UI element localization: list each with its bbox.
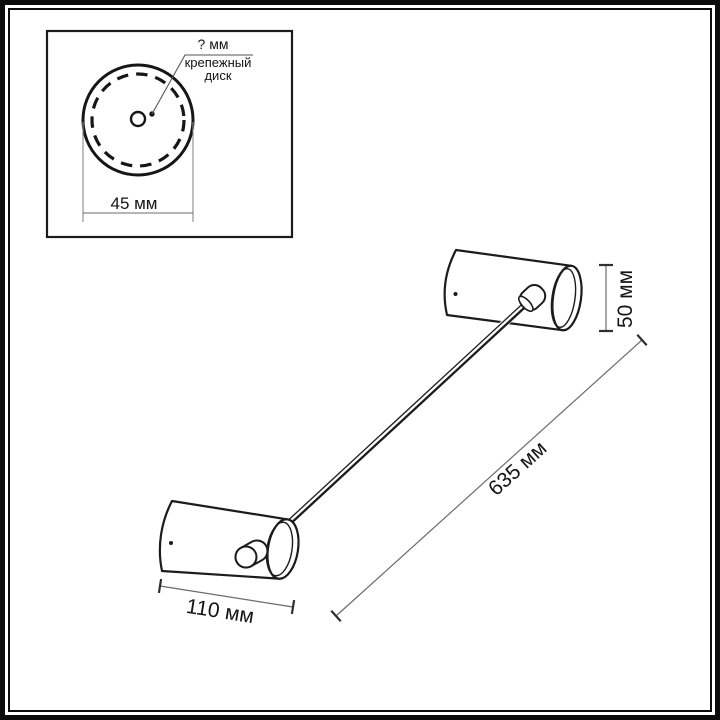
arm-length-dimension (330, 334, 648, 622)
lamp-head-body (443, 248, 573, 332)
rod-top-edge (283, 295, 533, 525)
lamp-head-cylinder (443, 248, 583, 332)
dimension-tick (290, 599, 296, 615)
lamp-head-end-cap (551, 264, 583, 332)
base-length-dimension (157, 578, 296, 615)
lamp-head-screw-dot (453, 292, 458, 296)
switch-knob-face (234, 545, 258, 569)
mounting-disc-detail (45, 29, 294, 239)
mounting-disc-label: крепежный диск (184, 55, 252, 83)
dimension-tick (157, 578, 163, 594)
center-hole-circle (129, 110, 147, 128)
head-height-dimension (599, 263, 613, 333)
disc-diameter-label: 45 мм (110, 194, 158, 213)
leader-line (151, 54, 253, 115)
head-height-label: 50 мм (614, 269, 637, 329)
hole-size-label: ? мм (197, 36, 229, 52)
mounting-disc-dashed-circle (90, 72, 186, 168)
switch-knob (234, 539, 269, 569)
wall-mount-screw-dot (169, 541, 173, 545)
collar-ring (517, 295, 534, 313)
dimension-tick (330, 610, 342, 622)
arm-length-dimension-line (335, 339, 643, 617)
rod-joint-collar (517, 284, 547, 313)
wall-mount-end-cap (266, 518, 300, 580)
dimension-tick (636, 334, 648, 346)
rod-body-fill (282, 294, 536, 529)
base-length-dimension-line (159, 585, 294, 608)
wall-mount-cylinder (158, 499, 300, 580)
lamp-head-cap-rim (550, 268, 577, 328)
connecting-rod (282, 294, 536, 529)
rod-bottom-edge (285, 297, 536, 529)
